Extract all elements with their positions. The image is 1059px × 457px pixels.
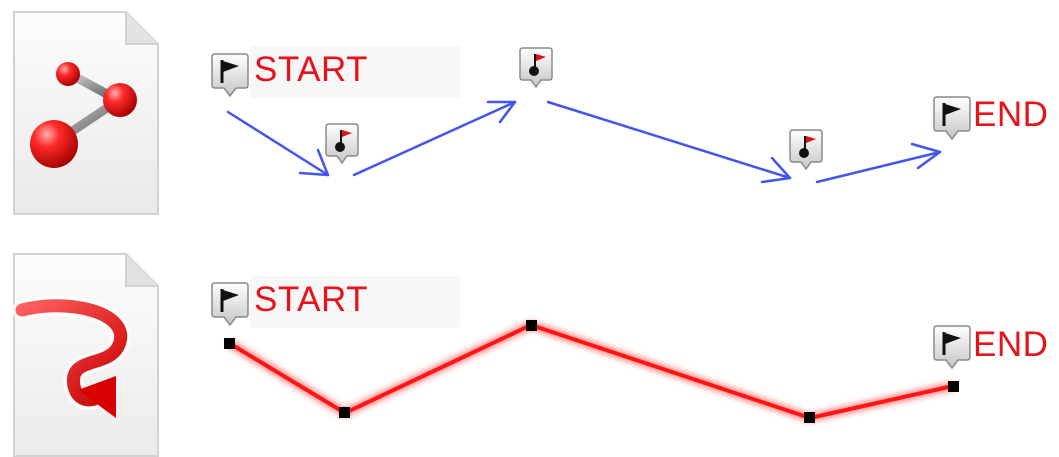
start-flag-icon (212, 54, 248, 96)
start-label-background (250, 276, 460, 328)
arrowhead (298, 148, 330, 177)
waypoints-start-label: START (254, 50, 368, 89)
route-start-label: START (254, 280, 368, 319)
route-point (224, 338, 235, 349)
arrow-wp2-to-wp3 (546, 100, 792, 180)
route-point (339, 407, 350, 418)
arrowhead (910, 142, 942, 170)
waypoint-marker-icon (789, 129, 823, 170)
waypoint-marker-icon (325, 123, 359, 164)
start-label-background (250, 46, 460, 98)
arrow-start-to-wp1 (226, 110, 330, 177)
route-file-icon (12, 253, 159, 457)
route-point (526, 320, 537, 331)
route-points (224, 320, 959, 423)
route-end-label: END (973, 325, 1049, 364)
waypoint-arrows (226, 100, 942, 184)
end-flag-icon (934, 326, 970, 368)
route-glow (226, 320, 954, 423)
arrow-wp3-to-end (815, 150, 942, 184)
start-flag-icon (212, 283, 248, 325)
route-point (948, 381, 959, 392)
waypoints-file-icon (13, 11, 159, 215)
arrowhead (760, 156, 792, 184)
waypoints-end-label: END (973, 95, 1049, 134)
route-point (804, 412, 815, 423)
arrowhead (486, 100, 517, 124)
end-flag-icon (934, 97, 970, 139)
waypoint-marker-icon (519, 47, 553, 88)
arrow-wp1-to-wp2 (352, 100, 517, 177)
